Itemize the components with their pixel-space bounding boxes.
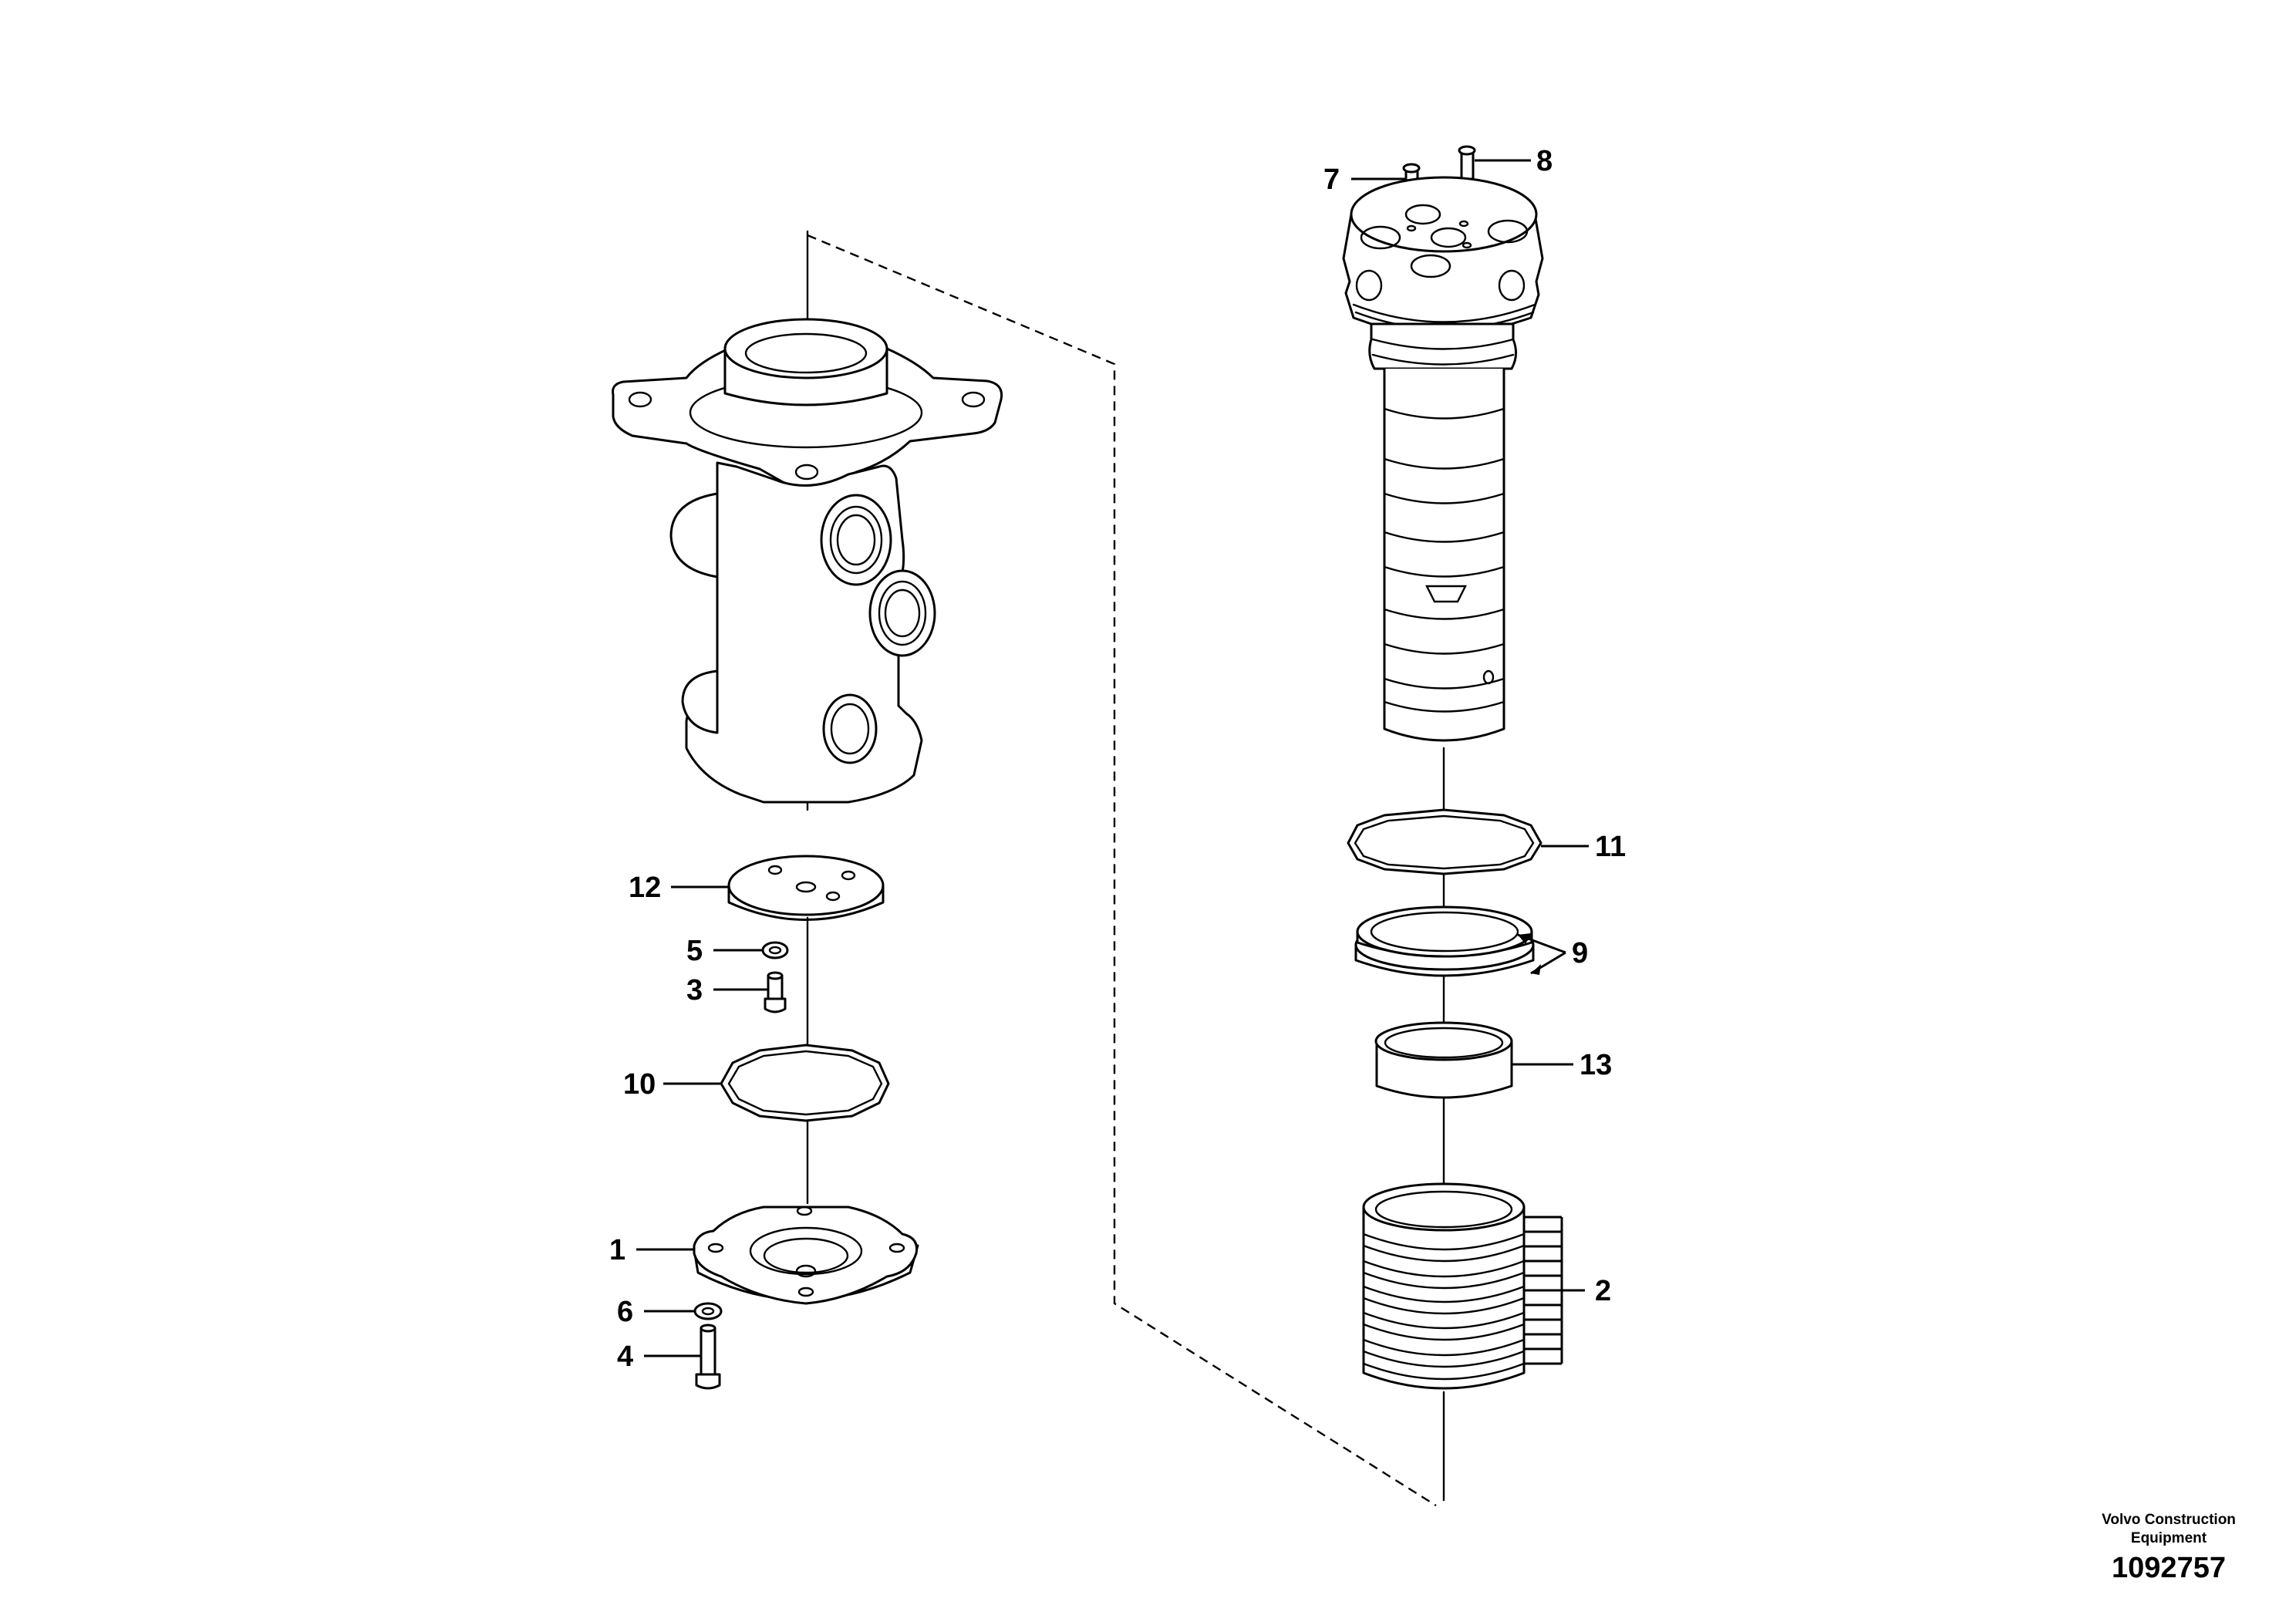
seal-stack-2 <box>1362 1182 1526 1390</box>
o-ring-10 <box>720 1044 890 1122</box>
bolt-4 <box>695 1324 721 1390</box>
bolt-3 <box>764 971 787 1013</box>
callout-6: 6 <box>617 1296 633 1328</box>
callout-8: 8 <box>1536 145 1553 177</box>
cap-screw-8 <box>1458 145 1476 180</box>
housing-body <box>612 230 1003 811</box>
leader-lines <box>636 159 1589 1365</box>
seal-rings-9 <box>1354 905 1535 977</box>
bushing-13 <box>1374 1021 1513 1099</box>
drawing-number: 1092757 <box>2112 1552 2226 1584</box>
washer-6 <box>693 1302 723 1320</box>
callout-11: 11 <box>1595 831 1626 863</box>
plate-12 <box>727 855 885 921</box>
arrowhead-9-upper <box>1518 933 1531 944</box>
arrowhead-9-lower <box>1531 964 1541 975</box>
callout-4: 4 <box>617 1340 633 1373</box>
callout-9: 9 <box>1572 937 1588 969</box>
washer-5 <box>761 941 789 959</box>
callout-10: 10 <box>623 1068 656 1101</box>
callout-13: 13 <box>1580 1049 1612 1081</box>
callout-5: 5 <box>686 935 703 967</box>
callout-7: 7 <box>1323 164 1340 196</box>
callout-2: 2 <box>1595 1275 1611 1307</box>
spindle-assembly <box>1342 145 1544 742</box>
callout-3: 3 <box>686 974 703 1007</box>
brand-line-2: Equipment <box>2131 1530 2207 1546</box>
brand-line-1: Volvo Construction <box>2102 1512 2236 1528</box>
assembly-dashed-line <box>807 234 1437 1507</box>
ring-11 <box>1347 808 1542 875</box>
callout-12: 12 <box>629 872 661 904</box>
callout-1: 1 <box>609 1234 625 1266</box>
cover-1 <box>693 1206 919 1305</box>
